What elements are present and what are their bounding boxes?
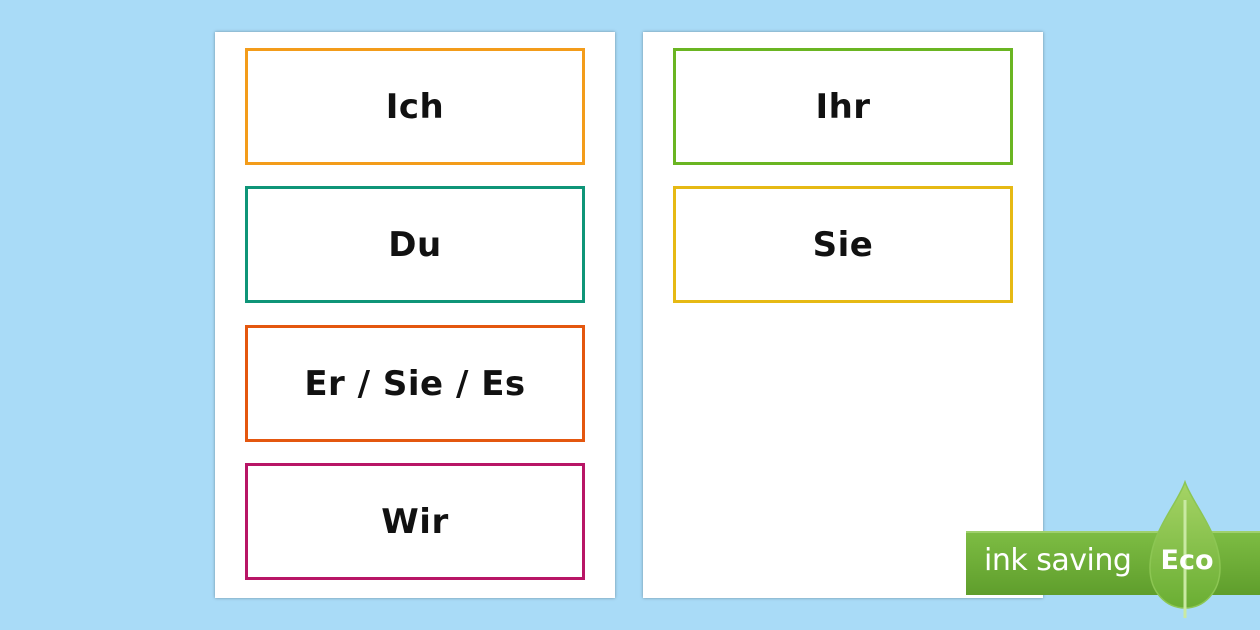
pronoun-card-du: Du [245,186,585,303]
card-label: Du [388,224,442,265]
pronoun-card-wir: Wir [245,463,585,580]
eco-label: Eco [1160,545,1214,576]
card-label: Er / Sie / Es [304,363,526,404]
pronoun-card-ich: Ich [245,48,585,165]
pronoun-card-ihr: Ihr [673,48,1013,165]
worksheet-page-2: Ihr Sie [643,32,1043,598]
card-label: Sie [812,224,874,265]
pronoun-card-er-sie-es: Er / Sie / Es [245,325,585,442]
card-label: Ich [385,86,445,127]
pronoun-card-sie: Sie [673,186,1013,303]
ink-saving-text: ink saving [984,543,1132,578]
worksheet-page-1: Ich Du Er / Sie / Es Wir [215,32,615,598]
leaf-drop-icon [1149,480,1221,618]
card-label: Wir [381,501,449,542]
card-label: Ihr [815,86,871,127]
